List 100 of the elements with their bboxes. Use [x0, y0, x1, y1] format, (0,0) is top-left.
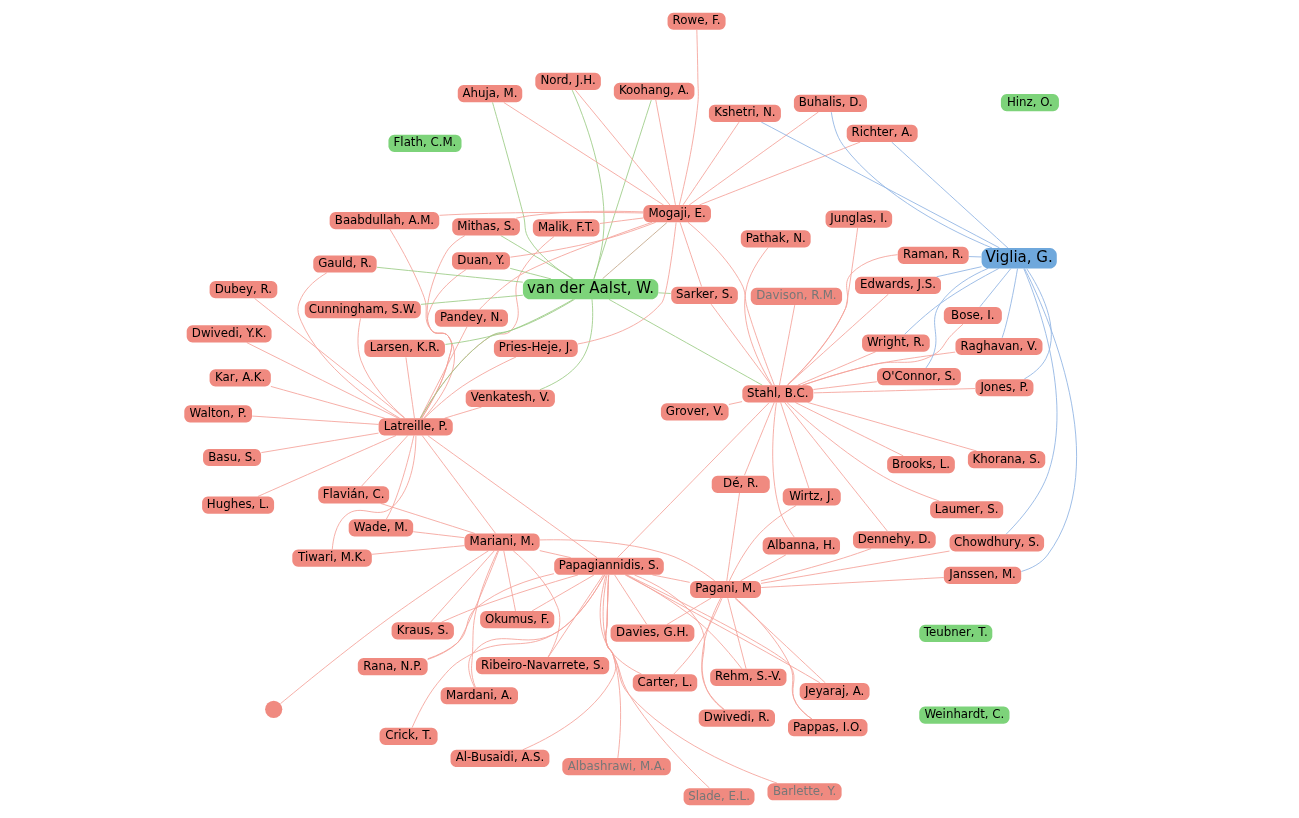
connector — [679, 222, 702, 287]
node-box: Crick, T. — [379, 727, 438, 745]
node-box: Flath, C.M. — [387, 134, 461, 153]
connector — [360, 435, 408, 487]
node-box: Ahuja, M. — [457, 85, 522, 103]
node-box: Mogaji, E. — [642, 205, 711, 223]
connector — [688, 111, 819, 206]
node-box: Tiwari, M.K. — [291, 549, 372, 567]
connector — [602, 574, 710, 789]
connector — [470, 550, 498, 688]
connector — [672, 597, 722, 675]
connector — [710, 303, 772, 386]
node-box: Rehm, S.-V. — [709, 668, 786, 686]
node-box: Wirtz, J. — [782, 488, 841, 506]
connector — [743, 402, 775, 476]
node-box: Khorana, S. — [967, 451, 1045, 469]
node-box: Davies, G.H. — [610, 624, 694, 642]
node-box: Wright, R. — [861, 334, 930, 352]
connector — [786, 402, 940, 502]
node-box: Pries-Heje, J. — [493, 339, 578, 357]
node-box: Janssen, M. — [943, 566, 1021, 584]
connector — [385, 435, 414, 520]
node-box: Okumus, F. — [479, 610, 554, 629]
connector — [682, 121, 739, 206]
connector — [420, 235, 465, 419]
connector — [657, 292, 671, 294]
connector — [512, 550, 560, 658]
connector — [625, 574, 812, 720]
connector — [440, 574, 578, 623]
connector — [420, 269, 467, 419]
node-box: Koohang, A. — [613, 82, 694, 100]
connector — [515, 210, 644, 219]
node-box: Slade, E.L. — [683, 788, 754, 806]
connector — [426, 550, 499, 660]
node-box: O'Connor, S. — [876, 368, 961, 386]
node-box: Walton, P. — [183, 405, 252, 423]
connector — [357, 318, 405, 419]
connector — [778, 304, 795, 386]
connector — [733, 597, 826, 684]
node-box: Baabdullah, A.M. — [329, 212, 439, 230]
node-box: Dubey, R. — [209, 281, 277, 299]
connector — [760, 550, 950, 584]
node-box: Buhalis, D. — [793, 94, 867, 112]
connector — [467, 574, 605, 688]
connector — [727, 401, 742, 405]
node-box: Larsen, K.R. — [363, 339, 445, 357]
node-box: Viglia, G. — [981, 248, 1057, 269]
node-box: Laumer, S. — [929, 501, 1003, 519]
connector — [412, 531, 465, 539]
connector — [812, 388, 976, 394]
node-box: Duan, Y. — [451, 252, 510, 270]
node-box: Malik, F.T. — [532, 219, 599, 237]
connector — [771, 402, 795, 538]
node-box: Nord, J.H. — [534, 72, 601, 90]
node-circle — [264, 700, 282, 718]
node-box: Pandey, N. — [434, 309, 508, 327]
node-box: Stahl, B.C. — [741, 385, 813, 403]
connector — [376, 266, 523, 283]
node-box: Bose, I. — [943, 306, 1002, 325]
connector — [760, 577, 944, 588]
connector — [812, 381, 877, 390]
connector — [726, 597, 746, 670]
node-box: Junglas, I. — [825, 210, 892, 228]
connector — [890, 141, 1008, 249]
connector — [419, 299, 574, 419]
connector — [728, 505, 797, 582]
connector — [700, 597, 724, 710]
connector — [260, 432, 379, 454]
connector — [502, 550, 516, 612]
node-box: Mariani, M. — [463, 533, 540, 551]
connector — [269, 386, 385, 419]
node-box: Chowdhury, S. — [949, 534, 1044, 552]
node-box: van der Aalst, W. — [522, 278, 658, 300]
node-box: Cunningham, S.W. — [304, 301, 421, 319]
node-box: Mardani, A. — [440, 687, 518, 705]
node-box: Jones, P. — [974, 379, 1033, 397]
connector — [426, 435, 597, 558]
connector — [967, 256, 982, 258]
node-box: Pagani, M. — [689, 580, 761, 599]
connector — [743, 247, 772, 386]
connector — [547, 574, 604, 658]
connector — [502, 102, 664, 206]
node-box: Sarker, S. — [670, 286, 738, 304]
node-box: Davison, R.M. — [750, 287, 842, 305]
node-box: Grover, V. — [660, 403, 729, 421]
connector — [419, 326, 467, 419]
node-box: Dwivedi, R. — [698, 709, 775, 727]
connector — [297, 272, 400, 419]
node-box: Flavián, C. — [317, 486, 389, 504]
connector — [538, 539, 715, 582]
connector — [1001, 268, 1018, 339]
node-box: Kshetri, N. — [708, 104, 781, 122]
node-box: Jeyaraj, A. — [799, 682, 870, 701]
connector — [830, 111, 992, 249]
connector — [371, 545, 465, 555]
connector — [779, 402, 809, 489]
connector — [388, 228, 455, 419]
connector — [1023, 268, 1052, 380]
connector — [786, 293, 889, 386]
node-box: Dé, R. — [711, 475, 770, 493]
